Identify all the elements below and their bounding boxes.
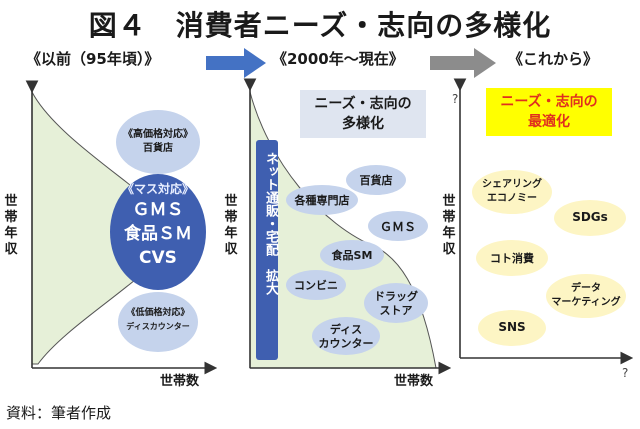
food-sm-bubble (320, 240, 384, 270)
experience-consumption-bubble (476, 240, 548, 276)
net-sales-label: ネット通販・宅配 拡大 (263, 152, 278, 295)
low-price-text: 《低価格対応》 ディスカウンター (112, 306, 204, 334)
department-store-bubble (346, 165, 406, 195)
sdgs-bubble (554, 200, 626, 236)
future-data-marketing-line2: マーケティング (551, 297, 621, 308)
y-axis-label-future: 世帯年収 (442, 194, 456, 257)
present-discounter-text: ディス カウンター (312, 323, 380, 351)
high-price-text: 《高価格対応》 百貨店 (112, 128, 204, 156)
optimization-title-line2: 最適化 (528, 114, 570, 130)
future-sdgs-label: SDGs (572, 210, 608, 224)
present-drugstore-line1: ドラッグ (374, 290, 418, 303)
high-price-label: 《高価格対応》 (123, 129, 193, 140)
present-discounter-line2: カウンター (318, 337, 374, 350)
era-label-past: 《以前（95年頃）》 (26, 50, 160, 68)
arrow-present-to-future (430, 48, 496, 78)
future-data-marketing-text: データ マーケティング (546, 282, 626, 310)
discounter-label-past: ディスカウンター (126, 322, 190, 331)
specialty-store-bubble (286, 185, 358, 215)
present-convenience-label: コンビニ (294, 279, 338, 292)
mass-bubble (110, 174, 206, 290)
future-sharing-text: シェアリング エコノミー (472, 178, 552, 206)
present-discounter-line1: ディス (329, 323, 363, 336)
present-drugstore-line2: ストア (379, 304, 413, 317)
future-sharing-line2: エコノミー (487, 193, 537, 204)
sns-bubble (478, 310, 546, 346)
diversification-title: ニーズ・志向の 多様化 (300, 94, 426, 134)
food-sm-label: 食品ＳＭ (124, 224, 192, 244)
source-note: 資料：筆者作成 (6, 404, 112, 422)
x-axis-label-past: 世帯数 (160, 374, 200, 389)
diversification-title-line2: 多様化 (342, 116, 384, 132)
low-price-bubble (118, 292, 198, 352)
future-data-marketing-line1: データ (571, 283, 601, 294)
future-sns-label: SNS (498, 320, 526, 334)
era-label-future: 《これから》 (508, 50, 599, 68)
panel-future (453, 78, 634, 365)
present-department-store-label: 百貨店 (359, 174, 393, 187)
mass-text: 《マス対応》 ＧＭＳ 食品ＳＭ CVS (106, 180, 210, 270)
x-axis-label-present: 世帯数 (394, 374, 434, 389)
present-specialty-store-label: 各種専門店 (294, 194, 350, 207)
diversification-title-line1: ニーズ・志向の (314, 96, 412, 112)
present-drugstore-text: ドラッグ ストア (364, 290, 428, 318)
panel-present (243, 78, 452, 375)
mass-label: 《マス対応》 (121, 182, 194, 196)
present-gms-label: ＧＭＳ (379, 220, 416, 234)
panel-past (25, 80, 218, 375)
discounter-bubble (312, 317, 380, 355)
future-x-unknown: ? (622, 366, 629, 380)
future-y-unknown: ? (452, 92, 459, 106)
era-label-present: 《2000年～現在》 (272, 50, 404, 68)
data-marketing-bubble (546, 274, 626, 318)
low-price-label: 《低価格対応》 (126, 308, 190, 318)
optimization-box (486, 88, 612, 136)
high-price-bubble (116, 110, 200, 174)
diversification-box (300, 90, 426, 138)
convenience-store-bubble (286, 270, 346, 300)
sharing-economy-bubble (472, 170, 552, 214)
drugstore-bubble (364, 283, 428, 323)
net-sales-bar (256, 140, 278, 360)
y-axis-label-past: 世帯年収 (4, 194, 18, 257)
arrow-past-to-present (206, 48, 266, 78)
gms-label: ＧＭＳ (132, 200, 184, 220)
y-axis-label-present: 世帯年収 (224, 194, 238, 257)
present-food-sm-label: 食品SM (331, 249, 373, 262)
future-experience-label: コト消費 (490, 252, 534, 265)
cvs-label: CVS (139, 248, 177, 268)
department-store-label: 百貨店 (143, 143, 173, 154)
optimization-title: ニーズ・志向の 最適化 (486, 92, 612, 132)
gms-bubble (368, 211, 428, 241)
optimization-title-line1: ニーズ・志向の (500, 94, 598, 110)
future-sharing-line1: シェアリング (482, 179, 542, 190)
page-title: 図４ 消費者ニーズ・志向の多様化 (88, 9, 552, 42)
